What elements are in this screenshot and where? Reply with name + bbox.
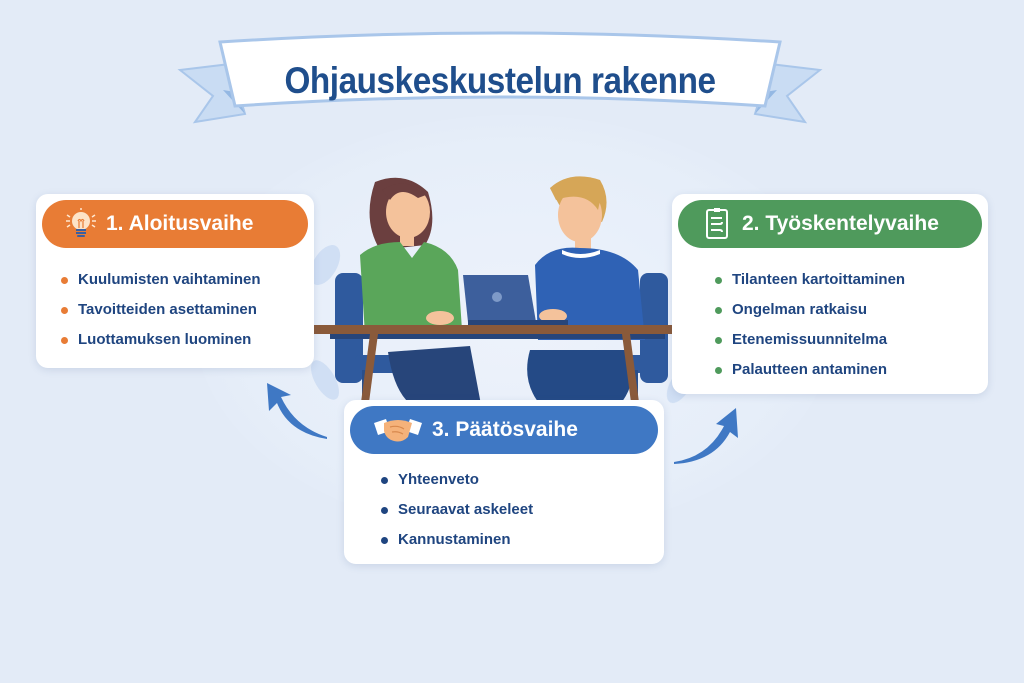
- bullet-icon: [61, 336, 68, 344]
- phase-item-list: Kuulumisten vaihtaminen Tavoitteiden ase…: [61, 265, 261, 355]
- handshake-icon: [372, 413, 424, 447]
- phase-title: 3. Päätösvaihe: [432, 418, 578, 441]
- list-item: Ongelman ratkaisu: [715, 295, 905, 325]
- phase-card-aloitusvaihe: 1. Aloitusvaihe Kuulumisten vaihtaminen …: [36, 194, 314, 368]
- conversation-illustration: [300, 170, 700, 410]
- bullet-icon: [381, 536, 388, 544]
- laptop-icon: [463, 275, 568, 325]
- table: [308, 325, 684, 410]
- bullet-icon: [381, 506, 388, 514]
- page-title: Ohjauskeskustelun rakenne: [284, 60, 716, 101]
- phase-item-list: Tilanteen kartoittaminen Ongelman ratkai…: [715, 265, 905, 385]
- phase-item-list: Yhteenveto Seuraavat askeleet Kannustami…: [381, 465, 533, 555]
- phase-header: 1. Aloitusvaihe: [42, 200, 308, 248]
- phase-title: 2. Työskentelyvaihe: [742, 212, 939, 235]
- cycle-arrow-right-icon: [674, 408, 738, 464]
- title-ribbon: Ohjauskeskustelun rakenne: [175, 30, 825, 130]
- list-item: Seuraavat askeleet: [381, 495, 533, 525]
- phase-card-paatosvaihe: 3. Päätösvaihe Yhteenveto Seuraavat aske…: [344, 400, 664, 564]
- phase-card-tyoskentelyvaihe: 2. Työskentelyvaihe Tilanteen kartoittam…: [672, 194, 988, 394]
- list-item: Palautteen antaminen: [715, 355, 905, 385]
- lightbulb-icon: [64, 207, 98, 241]
- list-item: Etenemissuunnitelma: [715, 325, 905, 355]
- list-item: Yhteenveto: [381, 465, 533, 495]
- list-item: Luottamuksen luominen: [61, 325, 261, 355]
- bullet-icon: [381, 476, 388, 484]
- list-item: Tilanteen kartoittaminen: [715, 265, 905, 295]
- ribbon-shape: [177, 31, 823, 124]
- woman-figure: [360, 177, 482, 410]
- bullet-icon: [61, 276, 68, 284]
- bullet-icon: [715, 276, 722, 284]
- clipboard-icon: [700, 207, 734, 241]
- list-item: Tavoitteiden asettaminen: [61, 295, 261, 325]
- cycle-arrow-left-icon: [267, 383, 327, 439]
- phase-header: 3. Päätösvaihe: [350, 406, 658, 454]
- list-item: Kuulumisten vaihtaminen: [61, 265, 261, 295]
- bullet-icon: [715, 336, 722, 344]
- bullet-icon: [715, 366, 722, 374]
- bullet-icon: [61, 306, 68, 314]
- phase-header: 2. Työskentelyvaihe: [678, 200, 982, 248]
- man-figure: [527, 176, 645, 410]
- phase-title: 1. Aloitusvaihe: [106, 212, 254, 235]
- list-item: Kannustaminen: [381, 525, 533, 555]
- bullet-icon: [715, 306, 722, 314]
